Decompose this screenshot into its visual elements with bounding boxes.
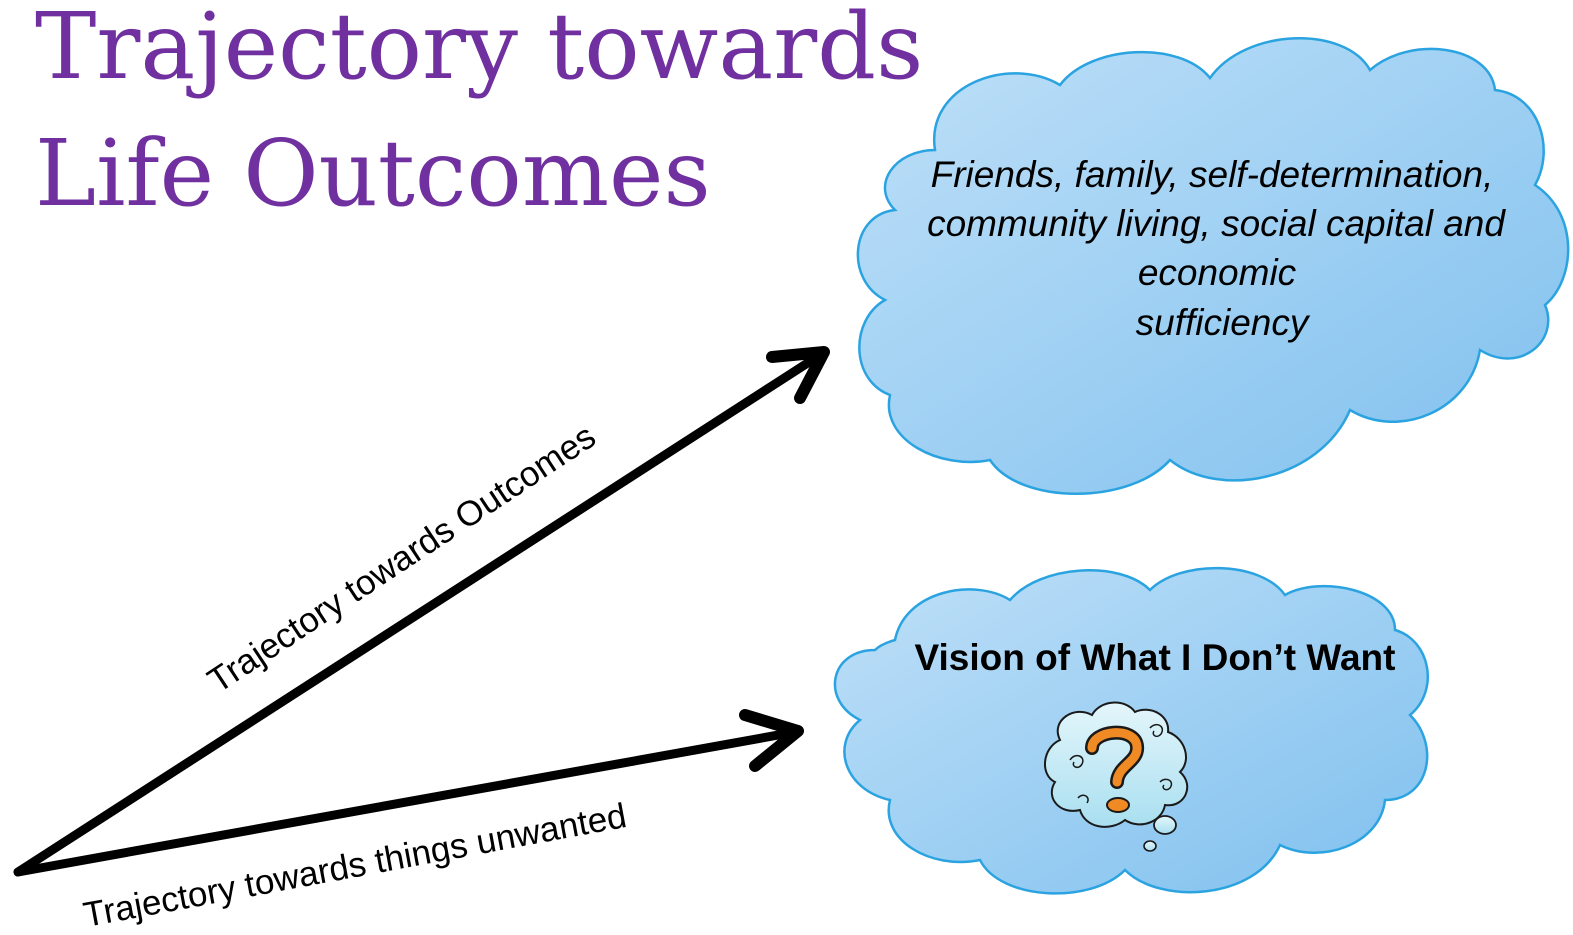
- outcome-line-2: community living, social capital and: [927, 203, 1506, 244]
- unwanted-arrow: [13, 709, 804, 877]
- unwanted-arrow-label: Trajectory towards things unwanted: [80, 796, 629, 935]
- outcome-cloud: Friends, family, self-determination, com…: [856, 37, 1570, 495]
- outcome-line-3: economic: [1138, 252, 1297, 293]
- outcomes-arrow-label: Trajectory towards Outcomes: [201, 417, 603, 701]
- unwanted-cloud: Vision of What I Don’t Want: [833, 566, 1429, 895]
- title-line-1: Trajectory towards: [35, 0, 923, 100]
- title-line-2: Life Outcomes: [35, 120, 711, 227]
- outcome-cloud-shape: [856, 37, 1570, 495]
- outcomes-arrow: [13, 346, 830, 877]
- outcome-line-4: sufficiency: [1136, 302, 1311, 343]
- outcome-line-1: Friends, family, self-determination,: [931, 154, 1494, 195]
- question-mark-swirl-icon: [1044, 701, 1189, 852]
- unwanted-cloud-heading: Vision of What I Don’t Want: [915, 637, 1396, 678]
